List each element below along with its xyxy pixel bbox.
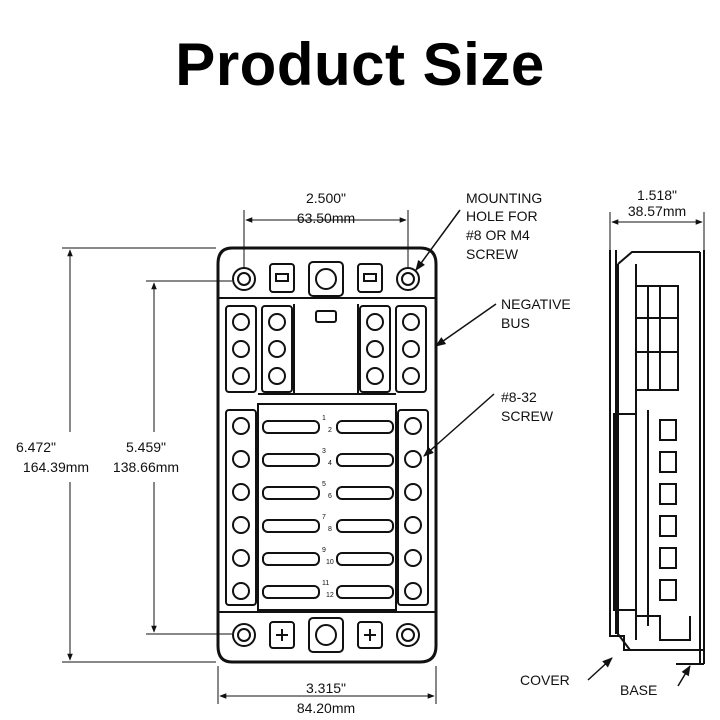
callout-lines bbox=[415, 209, 691, 687]
fuse-number: 10 bbox=[326, 559, 334, 566]
inner-height-in: 5.459" bbox=[126, 439, 166, 455]
side-width-mm: 38.57mm bbox=[628, 203, 686, 219]
fuse-number: 6 bbox=[328, 493, 332, 500]
fuse-number: 8 bbox=[328, 526, 332, 533]
outer-height-in: 6.472" bbox=[16, 439, 56, 455]
fuse-number: 7 bbox=[322, 514, 326, 521]
fuse-slots bbox=[262, 420, 394, 599]
fuse-number: 1 bbox=[322, 415, 326, 422]
callout-cover: COVER bbox=[520, 672, 570, 688]
negative-bus-terminals bbox=[225, 305, 427, 393]
inner-height-mm: 138.66mm bbox=[113, 459, 179, 475]
side-view bbox=[609, 250, 705, 665]
screw-terminals bbox=[225, 409, 429, 606]
callout-mounting-line4: SCREW bbox=[466, 246, 519, 262]
callout-base: BASE bbox=[620, 682, 657, 698]
callout-screw-line2: SCREW bbox=[501, 408, 554, 424]
bottom-width-mm: 84.20mm bbox=[297, 700, 355, 716]
bottom-width-in: 3.315" bbox=[306, 680, 346, 696]
fuse-number: 9 bbox=[322, 547, 326, 554]
page-title: Product Size bbox=[175, 31, 545, 98]
front-view bbox=[216, 246, 438, 664]
fuse-number: 5 bbox=[322, 481, 326, 488]
callout-mounting-line2: HOLE FOR bbox=[466, 208, 538, 224]
top-width-mm: 63.50mm bbox=[297, 210, 355, 226]
outer-height-mm: 164.39mm bbox=[23, 459, 89, 475]
fuse-number: 3 bbox=[322, 448, 326, 455]
fuse-number: 4 bbox=[328, 460, 332, 467]
callout-mounting-line1: MOUNTING bbox=[466, 190, 542, 206]
callout-mounting-line3: #8 OR M4 bbox=[466, 227, 530, 243]
side-width-in: 1.518" bbox=[637, 187, 677, 203]
callout-screw-line1: #8-32 bbox=[501, 389, 537, 405]
dimension-lines bbox=[62, 210, 705, 704]
fuse-numbers: 1 2 3 4 5 6 7 8 9 10 11 12 bbox=[322, 415, 334, 599]
fuse-number: 2 bbox=[328, 427, 332, 434]
callout-negative-line1: NEGATIVE bbox=[501, 296, 571, 312]
fuse-number: 12 bbox=[326, 592, 334, 599]
top-width-in: 2.500" bbox=[306, 190, 346, 206]
fuse-number: 11 bbox=[322, 580, 329, 587]
callout-negative-line2: BUS bbox=[501, 315, 530, 331]
